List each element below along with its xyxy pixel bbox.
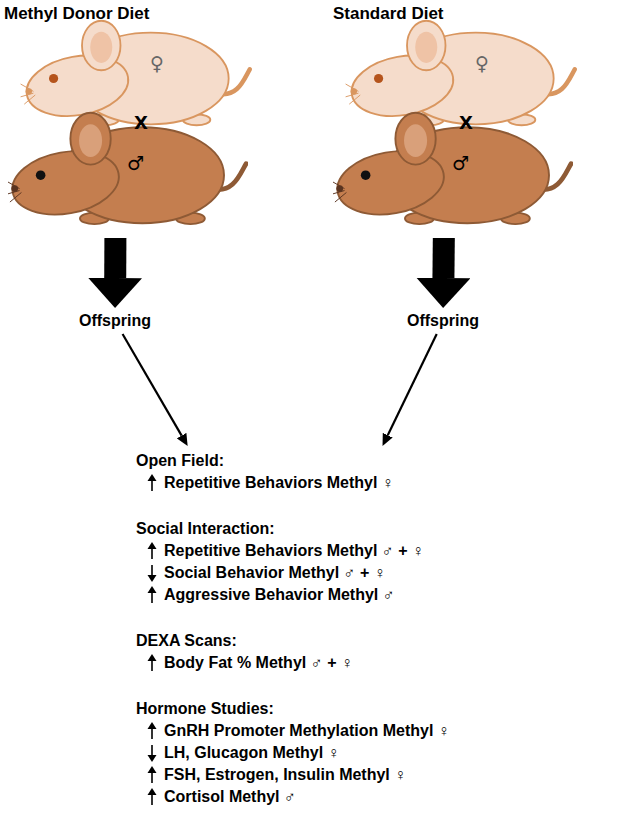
result-item: LH, Glucagon Methyl ♀ — [136, 742, 452, 764]
increase-arrow — [146, 584, 158, 606]
node-label: Offspring — [78, 312, 152, 330]
cross-symbol: X — [134, 112, 148, 133]
diet-group: Standard Diet — [329, 0, 561, 238]
cross-symbol: X — [459, 112, 473, 133]
section-heading: DEXA Scans: — [136, 630, 452, 652]
male-mouse — [6, 113, 246, 224]
arrow — [123, 334, 182, 436]
section-heading: Social Interaction: — [136, 518, 452, 540]
increase-arrow — [146, 786, 158, 808]
male-symbol: ♂ — [452, 152, 469, 174]
increase-arrow — [146, 472, 158, 494]
increase-arrow — [146, 764, 158, 786]
increase-arrow — [146, 540, 158, 562]
arrow — [388, 334, 437, 435]
female-mouse — [21, 21, 250, 126]
increase-arrow — [146, 720, 158, 742]
result-item: Cortisol Methyl ♂ — [136, 786, 452, 808]
male-symbol: ♂ — [127, 152, 144, 174]
female-symbol: ♀ — [475, 52, 489, 74]
female-mouse — [346, 21, 575, 126]
result-item: Social Behavior Methyl ♂ + ♀ — [136, 562, 452, 584]
offspring-label-box: Offspring — [402, 308, 484, 334]
female-symbol: ♀ — [150, 52, 164, 74]
section-heading: Hormone Studies: — [136, 698, 452, 720]
result-item: GnRH Promoter Methylation Methyl ♀ — [136, 720, 452, 742]
diet-title: Standard Diet — [333, 4, 557, 24]
big-arrow — [432, 238, 454, 278]
decrease-arrow — [146, 742, 158, 764]
result-item: Aggressive Behavior Methyl ♂ — [136, 584, 452, 606]
section-heading: Open Field: — [136, 450, 452, 472]
result-item: Body Fat % Methyl ♂ + ♀ — [136, 652, 452, 674]
offspring-label-box: Offspring — [74, 308, 156, 334]
male-mouse — [331, 113, 571, 224]
increase-arrow — [146, 652, 158, 674]
decrease-arrow — [146, 562, 158, 584]
node-label: Offspring — [406, 312, 480, 330]
diet-group: Methyl Donor Diet — [0, 0, 232, 238]
big-arrow — [104, 238, 126, 278]
result-item: Repetitive Behaviors Methyl ♀ — [136, 472, 452, 494]
results-box: Open Field:Repetitive Behaviors Methyl ♀… — [132, 446, 456, 812]
diet-title: Methyl Donor Diet — [4, 4, 228, 24]
result-item: FSH, Estrogen, Insulin Methyl ♀ — [136, 764, 452, 786]
result-item: Repetitive Behaviors Methyl ♂ + ♀ — [136, 540, 452, 562]
